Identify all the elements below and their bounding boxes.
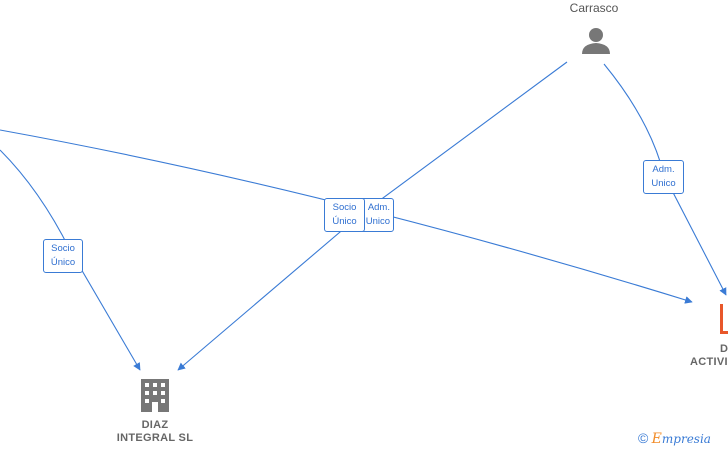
company-node-diaz-integral[interactable]: DIAZ INTEGRAL SL <box>105 419 205 445</box>
edge-label-line: Unico <box>651 178 676 189</box>
edge-label-line: Socio <box>51 243 75 254</box>
person-icon[interactable] <box>582 28 610 54</box>
company-name-line: D <box>720 343 728 355</box>
company-name-line: DIAZ <box>141 419 169 431</box>
copyright-symbol: © <box>638 430 649 446</box>
building-icon-highlighted[interactable] <box>720 304 728 334</box>
edge-label-line: Socio <box>332 202 357 213</box>
company-node-right[interactable]: D ACTIVI <box>686 343 728 369</box>
edge-label-socio-unico-center: Socio Único <box>324 198 365 232</box>
edge-label-line: Unico <box>365 216 390 227</box>
brand-initial: E <box>651 431 662 447</box>
edge-label-socio-unico-left: Socio Único <box>43 239 83 273</box>
empresia-watermark[interactable]: © Empresia <box>638 430 728 447</box>
building-icon[interactable] <box>141 379 169 412</box>
person-node-name[interactable]: Carrasco <box>569 1 619 15</box>
edge-label-adm-unico-right: Adm. Unico <box>643 160 684 194</box>
company-name-line: INTEGRAL SL <box>116 432 194 444</box>
edge-label-line: Único <box>50 257 76 268</box>
edge-label-line: Adm. <box>652 164 675 175</box>
edge-label-line: Adm. <box>367 202 390 213</box>
edge-label-line: Único <box>332 216 357 227</box>
brand-text: mpresia <box>661 432 711 446</box>
company-name-line: ACTIVI <box>690 356 728 368</box>
